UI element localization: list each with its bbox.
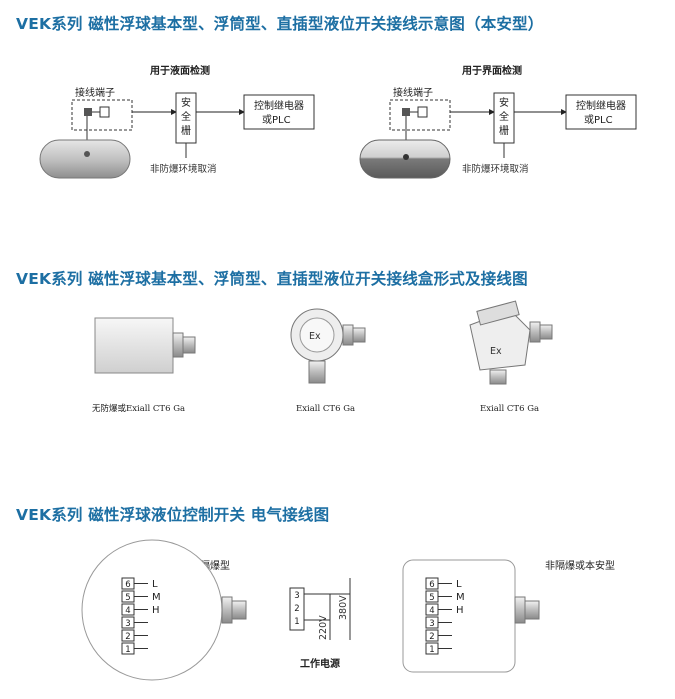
heading-electrical: VEK系列 磁性浮球液位控制开关 电气接线图 xyxy=(16,506,330,524)
schematic-interface-detection: 用于界面检测 接线端子 安 全 栅 控制继电器 或PLC 非防爆环境取消 xyxy=(359,64,637,179)
ex-mark-2: Ex xyxy=(490,346,502,357)
mount-stem-icon-3 xyxy=(489,369,507,385)
round-housing-cover xyxy=(299,317,335,353)
nonflameproof-label: 非隔爆或本安型 xyxy=(545,559,615,572)
electrical-power: 3 2 1 220V 380V 工作电源 xyxy=(289,578,351,670)
tank-icon xyxy=(39,139,131,179)
junction-box-angled: Ex Exiall CT6 Ga xyxy=(469,300,553,414)
power-380-label: 380V xyxy=(338,595,349,620)
controller-box xyxy=(243,94,315,130)
terminal-icon-right xyxy=(402,108,410,116)
terminal-block-frame-right xyxy=(389,99,451,131)
power-terminal-2: 2 xyxy=(294,604,299,614)
nonflameproof-terminal-number: 2 xyxy=(429,632,434,642)
controller-box-right xyxy=(565,94,637,130)
controller-line-1-right: 控制继电器 xyxy=(576,99,626,112)
flameproof-terminal-number: 5 xyxy=(125,593,130,603)
terminal-label: 接线端子 xyxy=(75,86,115,99)
nonflameproof-gland-icon xyxy=(514,596,526,624)
flameproof-terminal-number: 3 xyxy=(125,619,130,629)
angled-cover-icon xyxy=(476,300,520,326)
controller-line-1: 控制继电器 xyxy=(254,99,304,112)
note-non-explosion: 非防爆环境取消 xyxy=(150,163,217,175)
nonflameproof-gland-nut-icon xyxy=(524,600,540,620)
power-label: 工作电源 xyxy=(300,657,340,670)
barrier-char-2-right: 全 xyxy=(499,110,509,123)
caption-box-2: Exiall CT6 Ga xyxy=(296,404,355,414)
nonflameproof-terminal-number: 1 xyxy=(429,645,434,655)
flameproof-terminal-number: 1 xyxy=(125,645,130,655)
flameproof-signal-label: H xyxy=(152,605,160,616)
cable-gland-nut-icon-3 xyxy=(539,324,553,340)
heading-junction-box: VEK系列 磁性浮球基本型、浮筒型、直插型液位开关接线盒形式及接线图 xyxy=(16,270,528,288)
junction-box-plain: 无防爆或Exiall CT6 Ga xyxy=(92,317,196,414)
caption-box-1: 无防爆或Exiall CT6 Ga xyxy=(92,403,185,414)
barrier-char-1-right: 安 xyxy=(499,96,509,109)
mount-stem-icon xyxy=(308,360,326,384)
flameproof-gland-nut-icon xyxy=(231,600,247,620)
junction-box-body xyxy=(94,317,174,374)
nonflameproof-signal-label: L xyxy=(456,579,462,590)
caption-level-detection: 用于液面检测 xyxy=(149,64,210,77)
terminal-resistor-icon xyxy=(99,106,110,118)
barrier-char-2: 全 xyxy=(181,110,191,123)
nonflameproof-terminal-number: 6 xyxy=(429,580,434,590)
schematic-level-detection: 用于液面检测 接线端子 安 全 栅 控制继电器 或PLC 非防爆环境取消 xyxy=(39,64,315,179)
terminal-icon xyxy=(84,108,92,116)
flameproof-terminal-number: 4 xyxy=(125,606,130,616)
controller-line-2-right: 或PLC xyxy=(584,114,613,126)
cable-gland-icon-2 xyxy=(342,324,354,346)
nonflameproof-signal-label: H xyxy=(456,605,464,616)
ex-mark-1: Ex xyxy=(309,331,321,342)
nonflameproof-signal-label: M xyxy=(456,592,465,603)
cable-gland-nut-icon xyxy=(182,336,196,354)
barrier-char-3-right: 栅 xyxy=(499,124,509,137)
nonflameproof-housing-icon xyxy=(402,559,516,673)
nonflameproof-terminal-number: 5 xyxy=(429,593,434,603)
terminal-label-right: 接线端子 xyxy=(393,86,433,99)
flameproof-gland-icon xyxy=(221,596,233,624)
float-ball-icon xyxy=(84,151,90,157)
controller-line-2: 或PLC xyxy=(262,114,291,126)
barrier-char-3: 栅 xyxy=(181,124,191,137)
note-non-explosion-right: 非防爆环境取消 xyxy=(462,163,529,175)
terminal-resistor-icon-right xyxy=(417,106,428,118)
nonflameproof-terminal-number: 3 xyxy=(429,619,434,629)
cable-gland-icon-3 xyxy=(529,321,541,343)
float-ball-icon-right xyxy=(403,154,409,160)
caption-box-3: Exiall CT6 Ga xyxy=(480,404,539,414)
heading-wiring-schematic: VEK系列 磁性浮球基本型、浮筒型、直插型液位开关接线示意图（本安型） xyxy=(16,15,544,33)
caption-interface-detection: 用于界面检测 xyxy=(461,64,522,77)
barrier-char-1: 安 xyxy=(181,96,191,109)
cable-gland-icon xyxy=(172,332,184,358)
terminal-block-frame xyxy=(71,99,133,131)
cable-gland-nut-icon-2 xyxy=(352,327,366,343)
power-terminal-3: 3 xyxy=(294,591,299,601)
nonflameproof-terminal-number: 4 xyxy=(429,606,434,616)
power-220-label: 220V xyxy=(318,615,329,640)
junction-box-round: Ex Exiall CT6 Ga xyxy=(290,308,366,414)
power-terminal-1: 1 xyxy=(294,617,299,627)
electrical-nonflameproof: 非隔爆或本安型 6 L 5 M 4 H 3 2 1 xyxy=(402,559,615,673)
flameproof-terminal-number: 2 xyxy=(125,632,130,642)
power-terminal-block xyxy=(289,587,305,631)
flameproof-signal-label: L xyxy=(152,579,158,590)
flameproof-terminal-number: 6 xyxy=(125,580,130,590)
flameproof-signal-label: M xyxy=(152,592,161,603)
